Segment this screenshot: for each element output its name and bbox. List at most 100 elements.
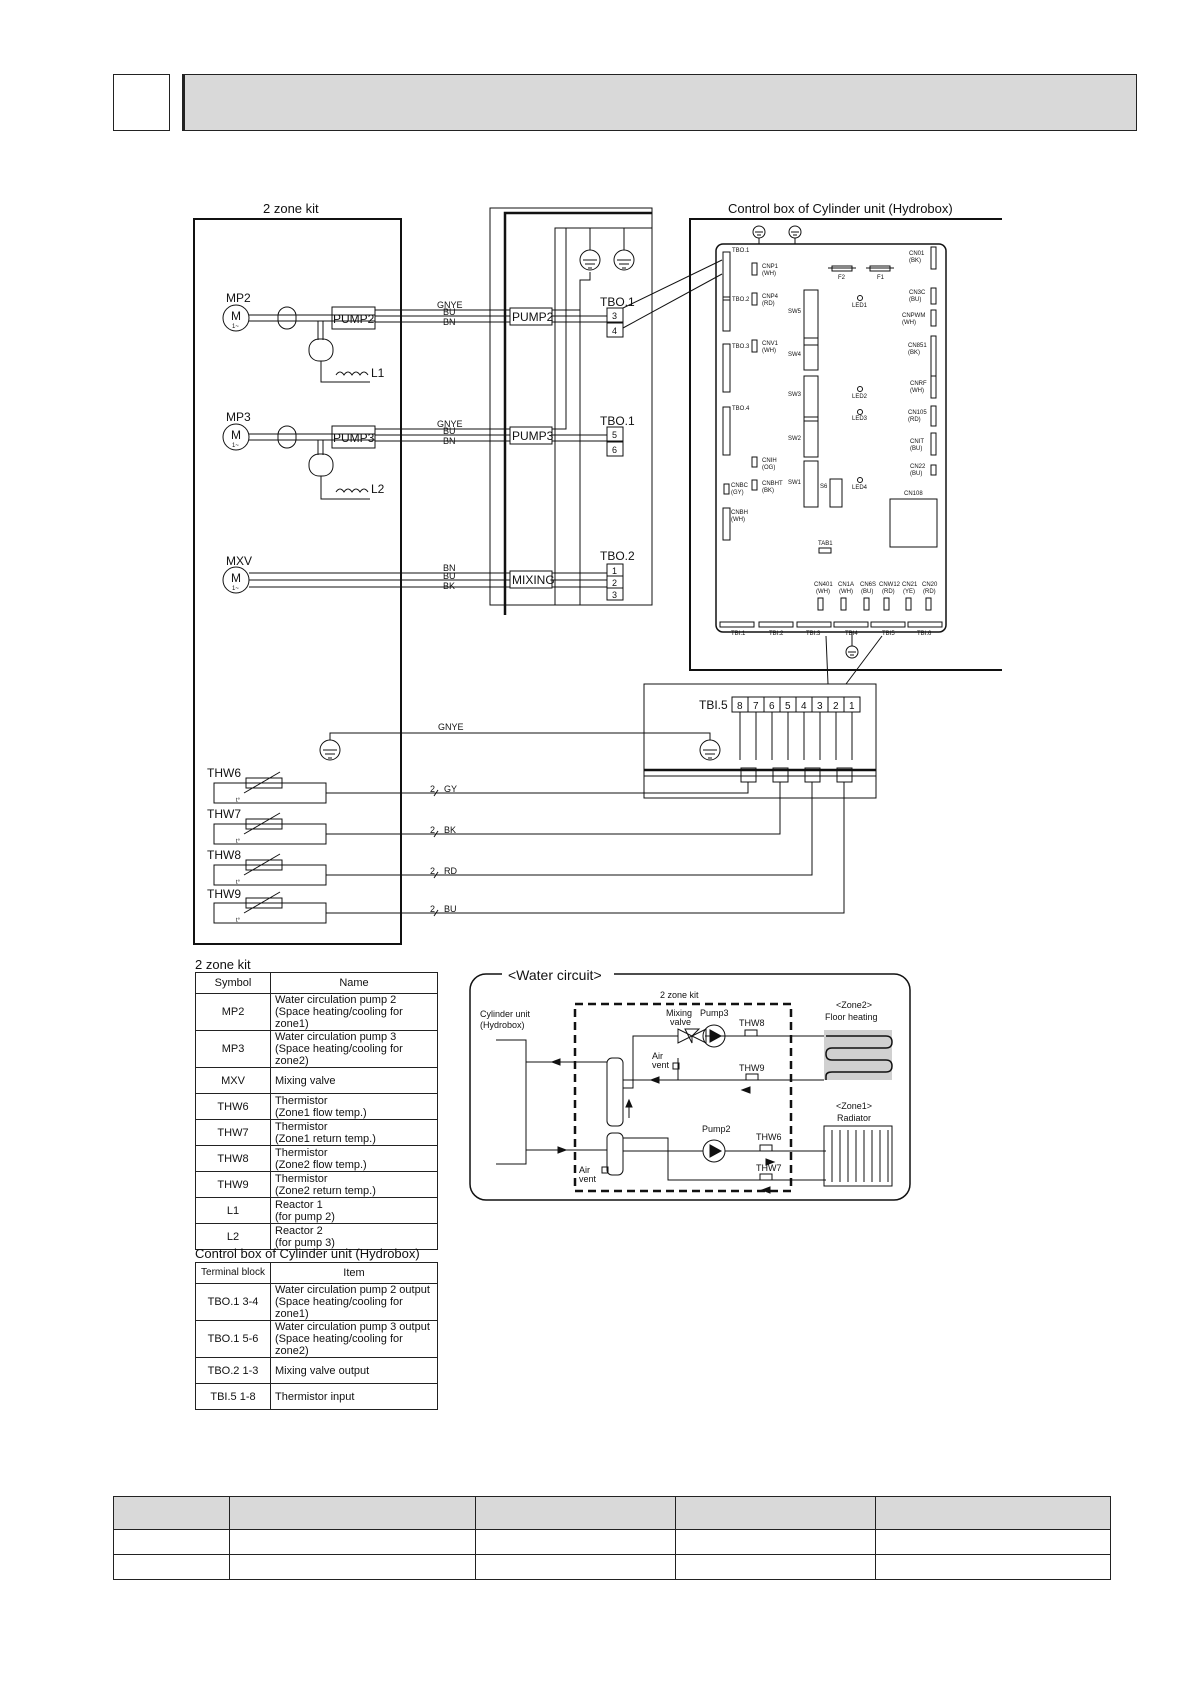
water-zone2: <Zone2> <box>836 1000 872 1010</box>
pcb-sw5: SW5 <box>788 309 802 315</box>
pcb-tbi3: TBI.3 <box>806 631 821 637</box>
pcb-cnrf: CNRF <box>910 381 927 387</box>
section-number-box <box>113 74 170 131</box>
pcb-cn105: CN105 <box>908 410 927 416</box>
wire-bn-mp3: BN <box>443 436 456 446</box>
label-mxv: MXV <box>226 554 252 568</box>
water-zone1: <Zone1> <box>836 1101 872 1111</box>
pcb-cn01: CN01 <box>909 251 925 257</box>
table-cell: Thermistor(Zone2 flow temp.) <box>270 1145 438 1172</box>
name-line: (for pump 2) <box>275 1210 335 1223</box>
kit-box <box>193 218 402 945</box>
pcb-cn22: CN22 <box>910 464 926 470</box>
pcb-cnbc-color: (GY) <box>731 490 744 496</box>
pcb-tbi2: TBI.2 <box>769 631 784 637</box>
water-cylinder-1: Cylinder unit <box>480 1009 531 1019</box>
name-line: (Zone1 return temp.) <box>275 1132 376 1145</box>
pump3-label: PUMP3 <box>333 431 375 445</box>
name-line: (Space heating/cooling for zone2) <box>275 1043 403 1067</box>
pcb-tab1: TAB1 <box>818 541 833 547</box>
legend1-title: 2 zone kit <box>195 957 251 972</box>
label-mp2: MP2 <box>226 291 251 305</box>
terminal-4: 4 <box>612 326 617 336</box>
water-air-2: vent <box>652 1060 670 1070</box>
table-cell <box>475 1496 676 1530</box>
pcb-tbo4: TBO.4 <box>732 406 750 412</box>
terminal-1: 1 <box>612 566 617 576</box>
pcb-cnw12: CNW12 <box>879 582 901 588</box>
terminal-6: 6 <box>612 445 617 455</box>
pcb-cnbc: CNBC <box>731 483 749 489</box>
thw7-wire-count: 2 <box>430 825 435 835</box>
table-cell <box>675 1529 876 1555</box>
pcb-labels: TBO.1 TBO.2 TBO.3 TBO.4 CNP1 (WH) CNP4 (… <box>731 248 938 637</box>
pcb-cnw12-color: (RD) <box>882 589 895 595</box>
pcb-cn3c: CN3C <box>909 290 926 296</box>
pcb-cn1a-color: (WH) <box>839 589 853 595</box>
tbo1-label-b: TBO.1 <box>600 414 635 428</box>
pcb-led3: LED3 <box>852 416 868 422</box>
table-row <box>113 1554 1111 1580</box>
pump3-terminal-label: PUMP3 <box>512 429 554 443</box>
water-circuit-diagram: <Water circuit> 2 zone kit Cylinder unit… <box>469 968 911 1201</box>
table-cell: L2 <box>195 1223 271 1250</box>
pcb-board <box>622 225 947 685</box>
tbi-terminal-1: 1 <box>849 701 855 712</box>
name-line: (Space heating/cooling for zone1) <box>275 1006 403 1030</box>
table-row <box>113 1496 1111 1530</box>
earth-symbols-top <box>579 228 635 271</box>
name-line: (Zone2 flow temp.) <box>275 1158 367 1171</box>
tbi-terminal-4: 4 <box>801 701 807 712</box>
control-box-title: Control box of Cylinder unit (Hydrobox) <box>728 201 953 216</box>
label-thw9: THW9 <box>207 887 241 901</box>
table-cell: Thermistor(Zone2 return temp.) <box>270 1171 438 1198</box>
water-radiator: Radiator <box>837 1113 871 1123</box>
table-cell: Water circulation pump 2(Space heating/c… <box>270 993 438 1031</box>
motor-m-mp2: M <box>231 309 241 323</box>
wire-bu-mxv: BU <box>443 571 456 581</box>
thw8-wire-count: 2 <box>430 866 435 876</box>
pump2-label: PUMP2 <box>333 312 375 326</box>
water-pump3: Pump3 <box>700 1008 729 1018</box>
pcb-cnbht: CNBHT <box>762 481 783 487</box>
pcb-cn22-color: (BU) <box>910 471 922 477</box>
pcb-cnv1: CNV1 <box>762 341 779 347</box>
table-cell <box>113 1529 230 1555</box>
legend2-col-item: Item <box>270 1262 438 1284</box>
pcb-s6: S6 <box>820 484 828 490</box>
pcb-tbi1: TBI.1 <box>731 631 746 637</box>
name-line: Water circulation pump 2 <box>275 994 397 1006</box>
pcb-cnit: CNIT <box>910 439 924 445</box>
tbi-terminal-2: 2 <box>833 701 839 712</box>
pcb-cnp1-color: (WH) <box>762 271 776 277</box>
pcb-cn108: CN108 <box>904 491 923 497</box>
pcb-cn6s-color: (BU) <box>861 589 873 595</box>
pcb-tbi5: TBI5 <box>882 631 895 637</box>
pcb-tbo3: TBO.3 <box>732 344 750 350</box>
section-title-bar <box>182 74 1137 131</box>
tbi-terminal-3: 3 <box>817 701 823 712</box>
table-cell: Mixing valve <box>270 1067 438 1094</box>
item-line: Water circulation pump 2 output <box>275 1284 430 1296</box>
table-cell: THW7 <box>195 1119 271 1146</box>
table-cell: Water circulation pump 3(Space heating/c… <box>270 1030 438 1068</box>
name-line: Water circulation pump 3 <box>275 1031 397 1043</box>
table-cell <box>675 1554 876 1580</box>
water-kit-label: 2 zone kit <box>660 990 699 1000</box>
wire-bu-mp3: BU <box>443 426 456 436</box>
table-cell: THW6 <box>195 1093 271 1120</box>
tbo1-label-a: TBO.1 <box>600 295 635 309</box>
water-thw6: THW6 <box>756 1132 782 1142</box>
tbo2-label: TBO.2 <box>600 549 635 563</box>
pcb-cnv1-color: (WH) <box>762 348 776 354</box>
legend2-col-block: Terminal block <box>195 1262 271 1284</box>
wire-bu-thw9: BU <box>444 904 457 914</box>
terminal-3-tbo2: 3 <box>612 590 617 600</box>
